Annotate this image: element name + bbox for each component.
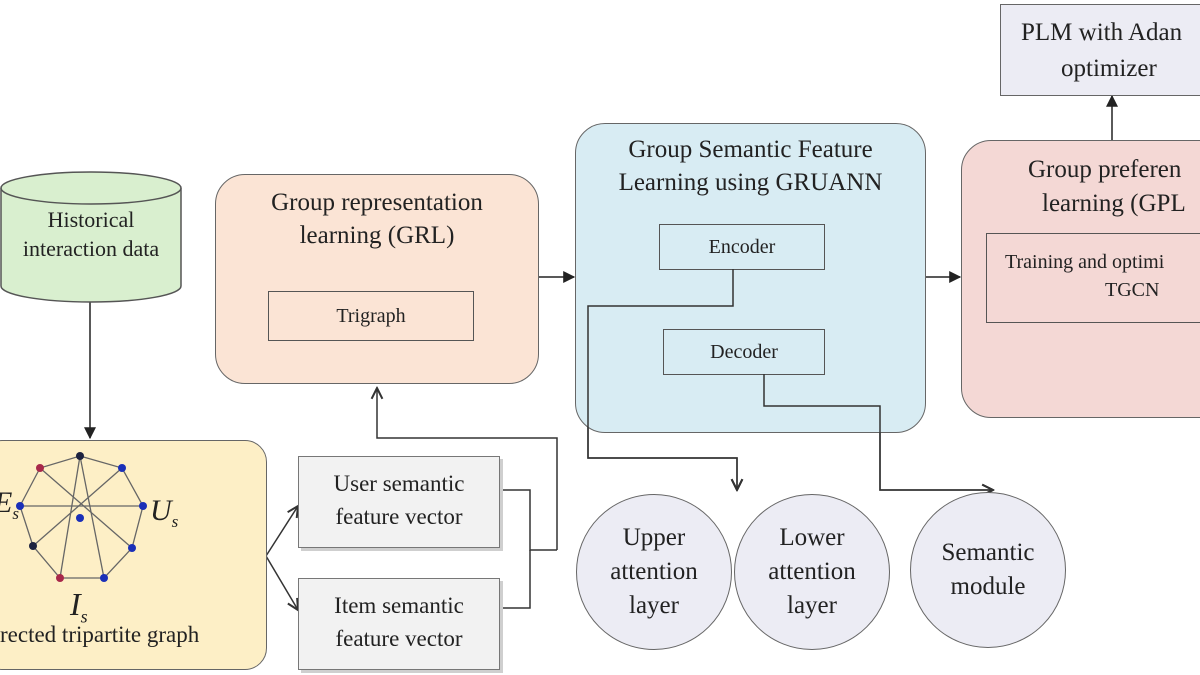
item-vector-line1: Item semantic xyxy=(334,593,464,618)
plm-line1: PLM with Adan xyxy=(1021,19,1183,46)
decoder-label: Decoder xyxy=(710,340,778,363)
encoder-box: Encoder xyxy=(659,224,825,270)
upper-attention-circle: Upper attention layer xyxy=(576,494,732,650)
lower-line3: layer xyxy=(787,591,837,619)
graph-label-i-sub: s xyxy=(80,606,88,627)
gsf-box: Group Semantic Feature Learning using GR… xyxy=(575,123,926,433)
user-vector-box: User semantic feature vector xyxy=(298,456,500,548)
trigraph-label: Trigraph xyxy=(336,304,406,327)
user-vector-line2: feature vector xyxy=(335,504,463,530)
graph-node xyxy=(118,464,126,472)
user-vector-line1: User semantic xyxy=(333,471,465,496)
graph-node xyxy=(29,542,37,550)
semantic-module-circle: Semantic module xyxy=(910,492,1066,648)
graph-node xyxy=(100,574,108,582)
graph-caption: rected tripartite graph xyxy=(0,622,200,647)
graph-node xyxy=(56,574,64,582)
plm-box: PLM with Adan optimizer xyxy=(1000,4,1200,96)
arrow-graph-to-user xyxy=(265,506,298,557)
gpl-title-line1: Group preferen xyxy=(1028,156,1182,183)
graph-label-u: Us xyxy=(150,494,178,532)
graph-label-u-sub: s xyxy=(171,512,179,531)
graph-node xyxy=(16,502,24,510)
graph-nodes xyxy=(16,452,147,582)
graph-label-i: Is xyxy=(70,586,88,627)
line-item-merge xyxy=(500,550,531,609)
item-vector-line2: feature vector xyxy=(335,626,463,652)
graph-node xyxy=(76,514,84,522)
graph-node xyxy=(36,464,44,472)
gsf-title-line2: Learning using GRUANN xyxy=(618,168,883,196)
lower-line2: attention xyxy=(768,558,856,586)
historical-label-line2: interaction data xyxy=(22,235,160,261)
tripartite-graph-box xyxy=(0,440,267,670)
graph-node xyxy=(139,502,147,510)
gpl-box: Group preferen learning (GPL Training an… xyxy=(961,140,1200,418)
gsf-title-line1: Group Semantic Feature xyxy=(628,136,873,163)
upper-line1: Upper xyxy=(622,524,686,552)
graph-label-i-text: I xyxy=(70,586,81,622)
grl-title-line2: learning (GRL) xyxy=(299,221,455,249)
lower-attention-circle: Lower attention layer xyxy=(734,494,890,650)
training-line1: Training and optimi xyxy=(1005,251,1165,273)
graph-label-u-text: U xyxy=(150,494,172,527)
item-vector-box: Item semantic feature vector xyxy=(298,578,500,670)
tripartite-graph-diagram xyxy=(16,452,147,582)
trigraph-box: Trigraph xyxy=(268,291,474,341)
plm-line2: optimizer xyxy=(1061,55,1157,83)
upper-line3: layer xyxy=(629,591,679,619)
graph-label-e-sub: s xyxy=(12,504,19,523)
arrow-vectors-to-grl xyxy=(377,388,558,550)
gpl-title-line2: learning (GPL xyxy=(1042,189,1186,217)
graph-label-e-text: E xyxy=(0,486,12,519)
semantic-line2: module xyxy=(950,573,1026,600)
historical-label-line1: Historical xyxy=(47,207,135,232)
decoder-box: Decoder xyxy=(663,329,825,375)
database-icon xyxy=(0,171,182,303)
upper-line2: attention xyxy=(610,558,698,586)
historical-data-cylinder: Historical interaction data xyxy=(0,170,182,304)
graph-node xyxy=(128,544,136,552)
semantic-line1: Semantic xyxy=(941,539,1035,567)
lower-line1: Lower xyxy=(779,524,845,552)
grl-box: Group representation learning (GRL) Trig… xyxy=(215,174,539,384)
graph-node xyxy=(76,452,84,460)
training-box: Training and optimi TGCN xyxy=(986,233,1200,323)
graph-label-e: Es xyxy=(0,486,19,524)
arrow-graph-to-item xyxy=(265,555,298,610)
grl-title-line1: Group representation xyxy=(271,189,483,216)
training-line2: TGCN xyxy=(1105,279,1160,301)
encoder-label: Encoder xyxy=(708,235,776,258)
line-user-merge xyxy=(500,489,557,551)
